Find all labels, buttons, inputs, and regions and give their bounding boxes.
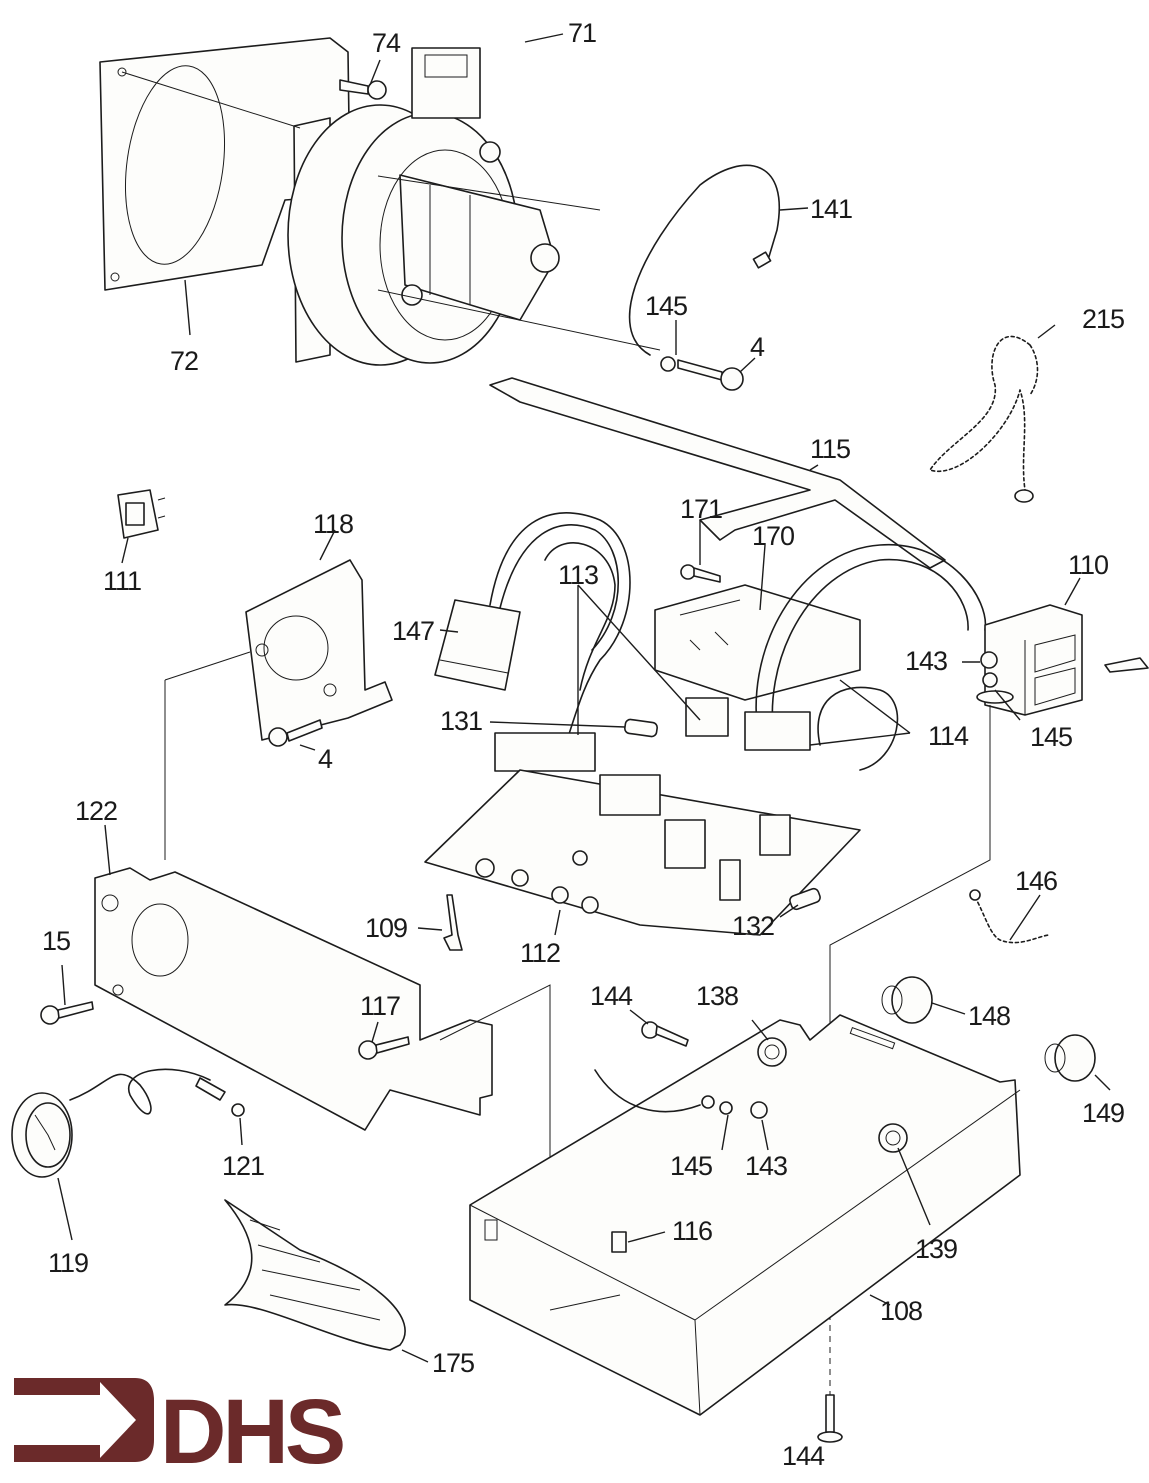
screw-74 (339, 79, 387, 100)
washer-145 (982, 672, 998, 688)
connector-plug-147 (434, 599, 521, 691)
callout-74: 74 (372, 28, 401, 58)
capillary-tube (69, 1068, 211, 1115)
alignment-line (549, 1294, 621, 1311)
callout-15: 15 (42, 926, 70, 956)
fuse-132 (789, 887, 821, 911)
locknut-139 (878, 1123, 908, 1153)
callout-145: 145 (1030, 722, 1072, 752)
callout-143: 143 (745, 1151, 787, 1181)
alignment-line (121, 71, 661, 351)
callout-113: 113 (558, 560, 598, 590)
callout-146: 146 (1015, 866, 1057, 896)
callout-145: 145 (645, 291, 687, 321)
callout-132: 132 (732, 911, 774, 941)
callout-147: 147 (392, 616, 434, 646)
fitting-121 (231, 1103, 245, 1117)
fitting-149 (1044, 1034, 1096, 1082)
callout-119: 119 (48, 1248, 88, 1278)
screw-171 (680, 564, 721, 583)
gasket-118 (245, 559, 393, 741)
fitting-148 (881, 976, 933, 1024)
screw-4 (268, 719, 323, 747)
callout-122: 122 (75, 796, 117, 826)
leader-lines (57, 33, 1111, 1363)
fan-assembly-71 (287, 47, 560, 366)
grille-175 (224, 1199, 406, 1351)
pressure-gauge-119 (11, 1092, 73, 1178)
callout-149: 149 (1082, 1098, 1124, 1128)
stand-off-109 (443, 894, 463, 951)
callout-138: 138 (696, 981, 738, 1011)
bracket-115 (489, 377, 946, 569)
clip-116 (611, 1231, 627, 1253)
earth-lead-141 (628, 164, 780, 356)
callout-144: 144 (782, 1441, 825, 1471)
callout-148: 148 (968, 1001, 1010, 1031)
callout-72: 72 (170, 346, 198, 376)
transformer-110 (984, 604, 1083, 716)
callout-141: 141 (810, 194, 852, 224)
arrow-right-icon (14, 1378, 154, 1462)
callout-145: 145 (670, 1151, 712, 1181)
chain-215 (929, 335, 1039, 491)
callout-111: 111 (103, 566, 141, 596)
screw-117 (358, 1036, 410, 1060)
screw-144 (817, 1394, 843, 1443)
dhs-logo: DHS (14, 1378, 347, 1483)
locknut-138 (757, 1037, 787, 1067)
screw-15 (40, 1001, 94, 1025)
callout-139: 139 (915, 1234, 957, 1264)
callout-131: 131 (440, 706, 482, 736)
callout-4: 4 (750, 332, 765, 362)
callout-118: 118 (313, 509, 353, 539)
main-pcb-112 (424, 769, 861, 936)
callout-109: 109 (365, 913, 407, 943)
connector-113 (685, 697, 729, 737)
chain-146 (974, 896, 1051, 944)
alignment-line (164, 651, 251, 681)
lug (1104, 657, 1149, 673)
callout-143: 143 (905, 646, 947, 676)
callout-215: 215 (1082, 304, 1124, 334)
callout-115: 115 (810, 434, 850, 464)
callout-4: 4 (318, 744, 333, 774)
callout-110: 110 (1068, 550, 1108, 580)
earth-wire (594, 1069, 701, 1113)
callout-labels: 74 71 72 141 145 4 215 115 111 118 171 1… (42, 18, 1125, 1471)
wiring-harness-113 (489, 512, 631, 761)
callout-112: 112 (520, 938, 560, 968)
rocker-switch-111 (117, 489, 166, 539)
screw-144 (641, 1021, 689, 1047)
callout-108: 108 (880, 1296, 922, 1326)
callout-71: 71 (568, 18, 596, 48)
nut-143 (750, 1101, 768, 1119)
callout-116: 116 (672, 1216, 712, 1246)
case-108 (469, 1014, 1021, 1416)
nut-143 (980, 651, 998, 669)
fuse-131 (624, 718, 658, 738)
wire-loom-114 (755, 544, 987, 746)
callout-170: 170 (752, 521, 794, 551)
callout-144: 144 (590, 981, 633, 1011)
air-box-122 (94, 867, 493, 1131)
callout-114: 114 (928, 721, 969, 751)
screw-4 (677, 359, 744, 391)
callout-171: 171 (680, 494, 722, 524)
washer-145 (719, 1101, 733, 1115)
callout-117: 117 (360, 991, 400, 1021)
callout-175: 175 (432, 1348, 474, 1378)
washer-145 (660, 356, 676, 372)
connector-harness (494, 732, 596, 772)
logo-text: DHS (160, 1381, 343, 1483)
callout-121: 121 (222, 1151, 264, 1181)
